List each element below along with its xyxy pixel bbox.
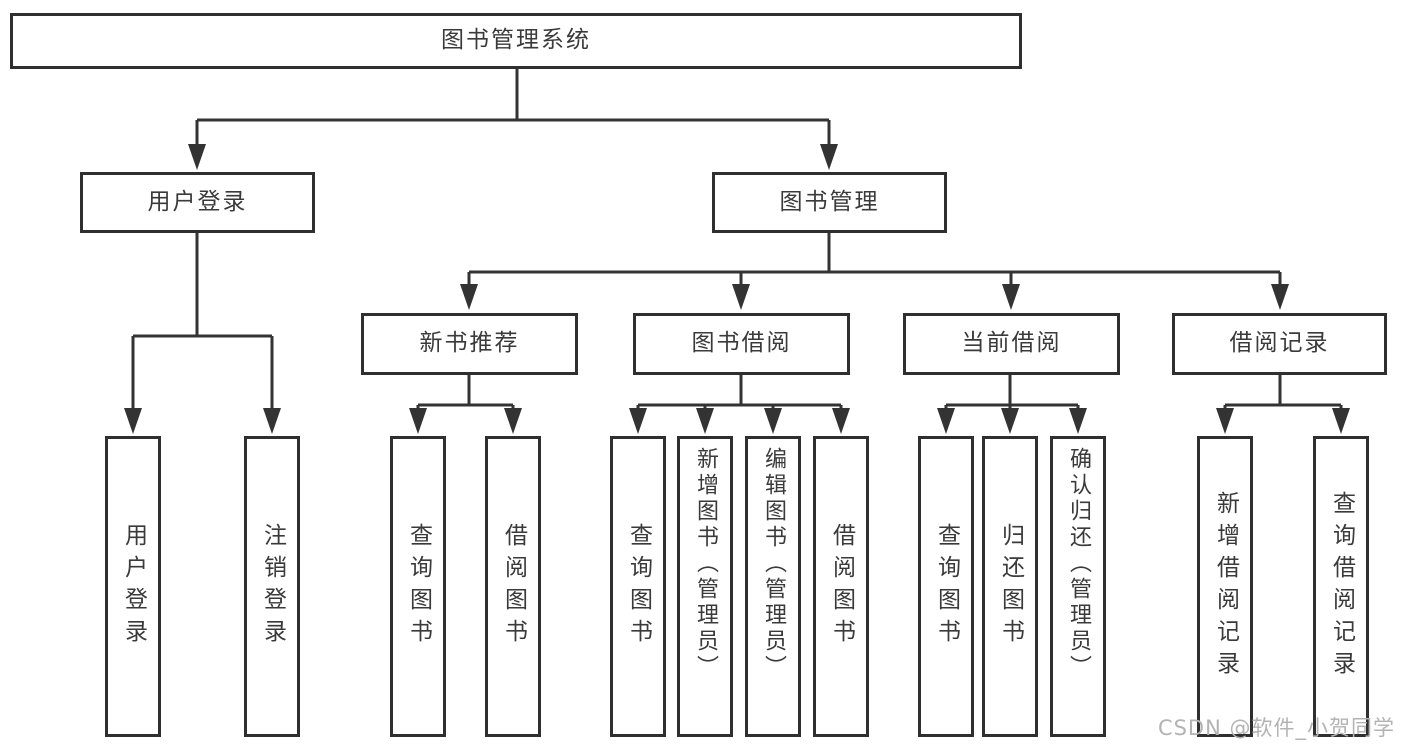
node-root: 图书管理系统 — [10, 13, 1022, 69]
leaf-label: 用户登录 — [120, 522, 147, 651]
leaf-label: 确认归还（管理员） — [1066, 447, 1091, 681]
node-book-management: 图书管理 — [712, 172, 947, 233]
node-book-borrowing: 图书借阅 — [633, 313, 850, 375]
leaf-label: 查询图书 — [625, 522, 652, 651]
csdn-watermark: CSDN @软件_小贺同学 — [1157, 716, 1395, 740]
leaf-add-book-admin: 新增图书（管理员） — [677, 436, 733, 737]
leaf-borrow-books-recommend: 借阅图书 — [485, 436, 541, 737]
leaf-label: 新增借阅记录 — [1212, 490, 1239, 683]
leaf-return-books: 归还图书 — [982, 436, 1038, 737]
leaf-confirm-return-admin: 确认归还（管理员） — [1050, 436, 1106, 737]
leaf-logout: 注销登录 — [244, 436, 300, 737]
leaf-edit-book-admin: 编辑图书（管理员） — [745, 436, 801, 737]
leaf-label: 查询图书 — [933, 522, 960, 651]
leaf-user-login: 用户登录 — [105, 436, 161, 737]
leaf-add-borrow-record: 新增借阅记录 — [1197, 436, 1253, 737]
leaf-label: 编辑图书（管理员） — [761, 447, 786, 681]
leaf-query-books-recommend: 查询图书 — [390, 436, 446, 737]
node-current-borrowing: 当前借阅 — [903, 313, 1120, 375]
leaf-label: 借阅图书 — [500, 522, 527, 651]
arrowhead-icons — [124, 144, 1350, 434]
leaf-query-books-borrowing: 查询图书 — [610, 436, 666, 737]
leaf-label: 查询借阅记录 — [1328, 490, 1355, 683]
node-new-book-recommendation: 新书推荐 — [361, 313, 578, 375]
node-borrowing-records: 借阅记录 — [1172, 313, 1387, 375]
leaf-query-borrow-record: 查询借阅记录 — [1313, 436, 1369, 737]
leaf-label: 新增图书（管理员） — [693, 447, 718, 681]
leaf-label: 借阅图书 — [828, 522, 855, 651]
leaf-query-books-current: 查询图书 — [918, 436, 974, 737]
leaf-borrow-books-borrowing: 借阅图书 — [813, 436, 869, 737]
leaf-label: 查询图书 — [405, 522, 432, 651]
leaf-label: 注销登录 — [259, 522, 286, 651]
node-user-login: 用户登录 — [80, 172, 315, 233]
leaf-label: 归还图书 — [997, 522, 1024, 651]
